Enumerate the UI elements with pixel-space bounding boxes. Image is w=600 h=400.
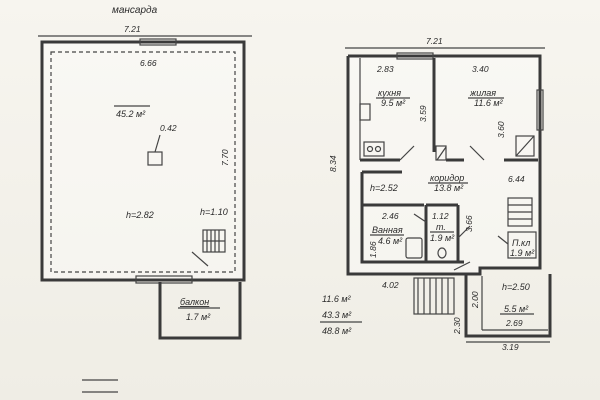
ground-dim-left: 8.34 bbox=[328, 155, 338, 172]
living-stove bbox=[515, 135, 535, 157]
ground-window-right bbox=[536, 89, 544, 131]
total-line-2: 43.3 м² bbox=[322, 310, 352, 320]
kitchen-dim-top: 2.83 bbox=[376, 64, 394, 74]
living-dim-side: 3.60 bbox=[496, 121, 506, 138]
total-line-1: 11.6 м² bbox=[322, 294, 352, 304]
kitchen-label: кухня bbox=[378, 88, 401, 98]
bath-label: Ванная bbox=[372, 225, 403, 235]
attic-title: мансарда bbox=[112, 5, 158, 16]
attic-stair bbox=[202, 229, 226, 253]
corridor-label: коридор bbox=[430, 173, 464, 183]
balcony-area: 1.7 м² bbox=[186, 312, 211, 322]
pantry-area: 1.9 м² bbox=[510, 248, 535, 258]
ground-plan: 7.21 8.34 2.83 кухня 9.5 м² 3.59 3.40 жи… bbox=[328, 36, 552, 352]
wc-dim-top: 1.12 bbox=[432, 211, 449, 221]
total-line-3: 48.8 м² bbox=[322, 326, 352, 336]
bathtub bbox=[405, 237, 423, 259]
living-area: 11.6 м² bbox=[474, 98, 504, 108]
chimney bbox=[435, 145, 447, 161]
balcony-wall bbox=[158, 282, 242, 340]
attic-dim-inner-top: 6.66 bbox=[140, 58, 157, 68]
toilet bbox=[437, 247, 447, 259]
porch-dim-a: 2.69 bbox=[505, 318, 523, 328]
ground-dim-bottom: 4.02 bbox=[382, 280, 399, 290]
porch-dim-c: 2.30 bbox=[452, 317, 462, 335]
ground-stair bbox=[507, 197, 533, 227]
attic-stair-height: h=1.10 bbox=[200, 207, 228, 217]
balcony-label: балкон bbox=[180, 297, 209, 307]
balcony: балкон 1.7 м² bbox=[158, 282, 242, 340]
porch-wall bbox=[464, 274, 552, 338]
attic-opening bbox=[147, 151, 163, 166]
attic-area: 45.2 м² bbox=[116, 109, 146, 119]
bath-outer-wall bbox=[360, 172, 464, 264]
wc-label: т. bbox=[436, 222, 446, 232]
kitchen-area: 9.5 м² bbox=[381, 98, 406, 108]
balcony-door bbox=[135, 275, 193, 284]
attic-opening-size: 0.42 bbox=[160, 123, 177, 133]
living-dim-top: 3.40 bbox=[472, 64, 489, 74]
kitchen-door-swing bbox=[399, 145, 415, 161]
living-label: жилая bbox=[469, 88, 496, 98]
attic-window bbox=[139, 38, 177, 46]
porch-dim-d: 3.19 bbox=[502, 342, 519, 352]
porch-height: h=2.50 bbox=[502, 282, 530, 292]
bath-dim-top: 2.46 bbox=[381, 211, 399, 221]
attic-opening-leader bbox=[154, 134, 161, 153]
living-door-swing bbox=[469, 145, 485, 161]
attic-dim-top: 7.21 bbox=[124, 24, 141, 34]
ground-window-top bbox=[396, 52, 434, 60]
attic-outer-wall bbox=[40, 40, 246, 282]
corridor-dim-right: 6.44 bbox=[508, 174, 525, 184]
corridor-area: 13.8 м² bbox=[434, 183, 464, 193]
kitchen-stove bbox=[363, 141, 385, 157]
kitchen-sink bbox=[359, 103, 371, 121]
attic-dim-right: 7.70 bbox=[220, 149, 230, 166]
ground-dim-top: 7.21 bbox=[426, 36, 443, 46]
attic-inner-outline bbox=[50, 51, 236, 273]
porch-dim-b: 2.00 bbox=[470, 291, 480, 309]
attic-height: h=2.82 bbox=[126, 210, 154, 220]
entry-steps bbox=[413, 277, 455, 315]
bath-area: 4.6 м² bbox=[378, 236, 403, 246]
pantry-label: П.кл bbox=[512, 238, 530, 248]
porch-area: 5.5 м² bbox=[504, 304, 529, 314]
attic-plan: мансарда 7.21 6.66 45.2 м² 0.42 7.70 h=2… bbox=[38, 5, 252, 284]
wc-door-swing bbox=[457, 225, 471, 239]
wc-dim-side: 3.66 bbox=[464, 215, 474, 232]
kitchen-dim-side: 3.59 bbox=[418, 105, 428, 122]
wc-area: 1.9 м² bbox=[430, 233, 455, 243]
hall-height: h=2.52 bbox=[370, 183, 398, 193]
ground-outer-wall bbox=[346, 54, 542, 276]
bath-dim-side: 1.86 bbox=[368, 241, 378, 258]
attic-door-swing bbox=[191, 251, 209, 267]
pantry bbox=[507, 231, 537, 259]
area-totals: 11.6 м² 43.3 м² 48.8 м² bbox=[320, 294, 362, 336]
